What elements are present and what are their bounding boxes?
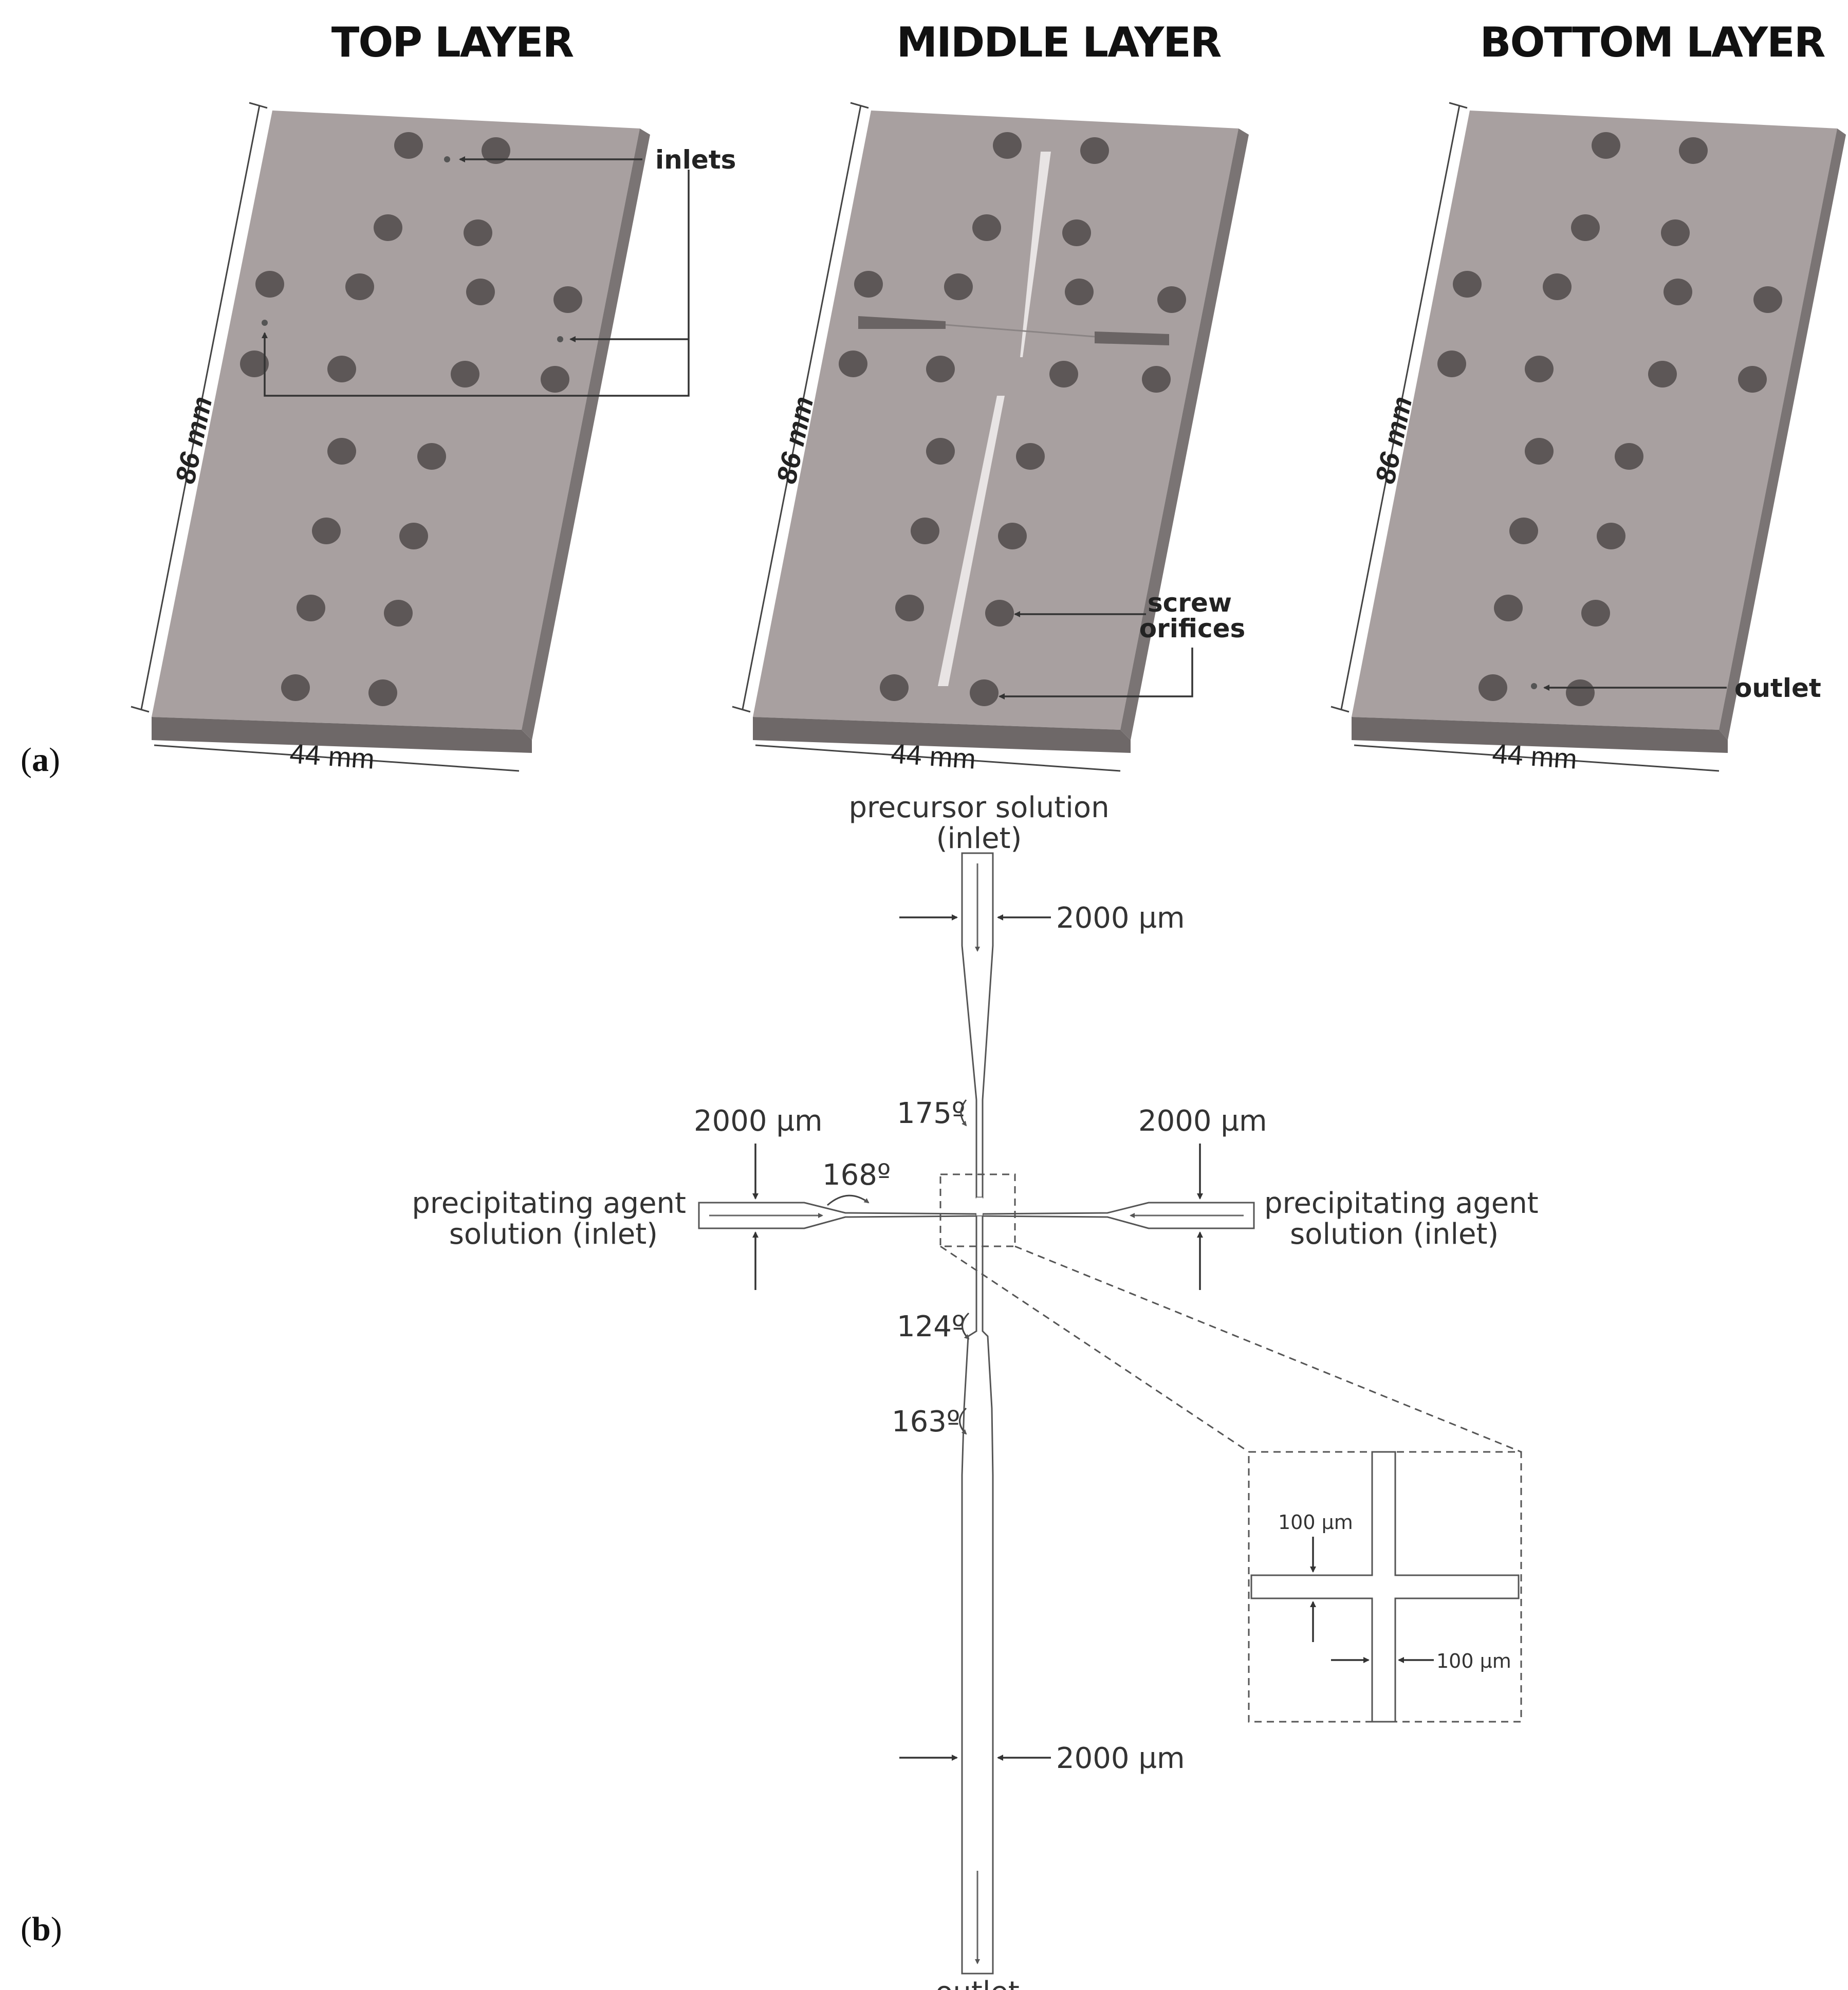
bottom-layer-holes [1437,132,1782,706]
panel-a: TOP LAYER MIDDLE LAYER BOTTOM LAYER [21,19,1846,779]
inlet-dot-left [262,320,268,326]
outlet-label-a: outlet [1734,673,1821,703]
width-right-label: 2000 µm [1138,1104,1267,1138]
screw-orifices-label-2: orifices [1139,614,1246,643]
width-bottom-label: 2000 µm [1056,1742,1185,1775]
panel-b: precursor solution (inlet) 2000 µm 175º [21,791,1539,1990]
left-inlet-label-1: precipitating agent [412,1187,686,1220]
inlets-label: inlets [655,145,736,175]
middle-layer-width-label: 44 mm [890,738,977,775]
layer-title-top: TOP LAYER [331,19,574,66]
right-inlet-label-2: solution (inlet) [1290,1218,1499,1251]
bottom-layer-plate: 86 mm 44 mm outlet [1330,102,1846,775]
bottom-layer-width-label: 44 mm [1491,738,1578,775]
top-layer-plate: 86 mm 44 mm inlets [131,102,736,775]
angle-168: 168º [822,1158,891,1192]
precursor-solution-label: precursor solution [848,791,1109,824]
middle-layer-holes [839,132,1186,706]
angle-175: 175º [897,1097,965,1130]
top-layer-holes [240,132,582,706]
outlet-label-b: outlet [935,1976,1020,1990]
zoom-width-label-1: 100 µm [1278,1511,1353,1534]
width-top-label: 2000 µm [1056,901,1185,935]
inlet-dot-top [444,156,450,162]
layer-title-middle: MIDDLE LAYER [896,19,1221,66]
zoom-width-label-2: 100 µm [1436,1650,1511,1672]
layer-title-bottom: BOTTOM LAYER [1480,19,1825,66]
panel-a-label: (a) [21,741,60,779]
microchannel [698,852,1255,1975]
right-inlet-label-1: precipitating agent [1264,1187,1539,1220]
outlet-dot [1531,683,1537,689]
precursor-inlet-label: (inlet) [936,822,1022,855]
middle-layer-channel-cut [858,152,1169,686]
panel-b-label: (b) [21,1910,62,1948]
width-left-label: 2000 µm [694,1104,823,1138]
middle-layer-plate: 86 mm 44 mm screw orifices [732,102,1249,775]
angle-163: 163º [892,1405,960,1439]
screw-orifices-label-1: screw [1148,588,1232,618]
top-layer-width-label: 44 mm [289,738,376,775]
left-inlet-label-2: solution (inlet) [449,1218,658,1251]
angle-124: 124º [897,1310,965,1343]
zoom-inset: 100 µm 100 µm [1248,1451,1522,1723]
inlet-dot-right [557,336,563,342]
